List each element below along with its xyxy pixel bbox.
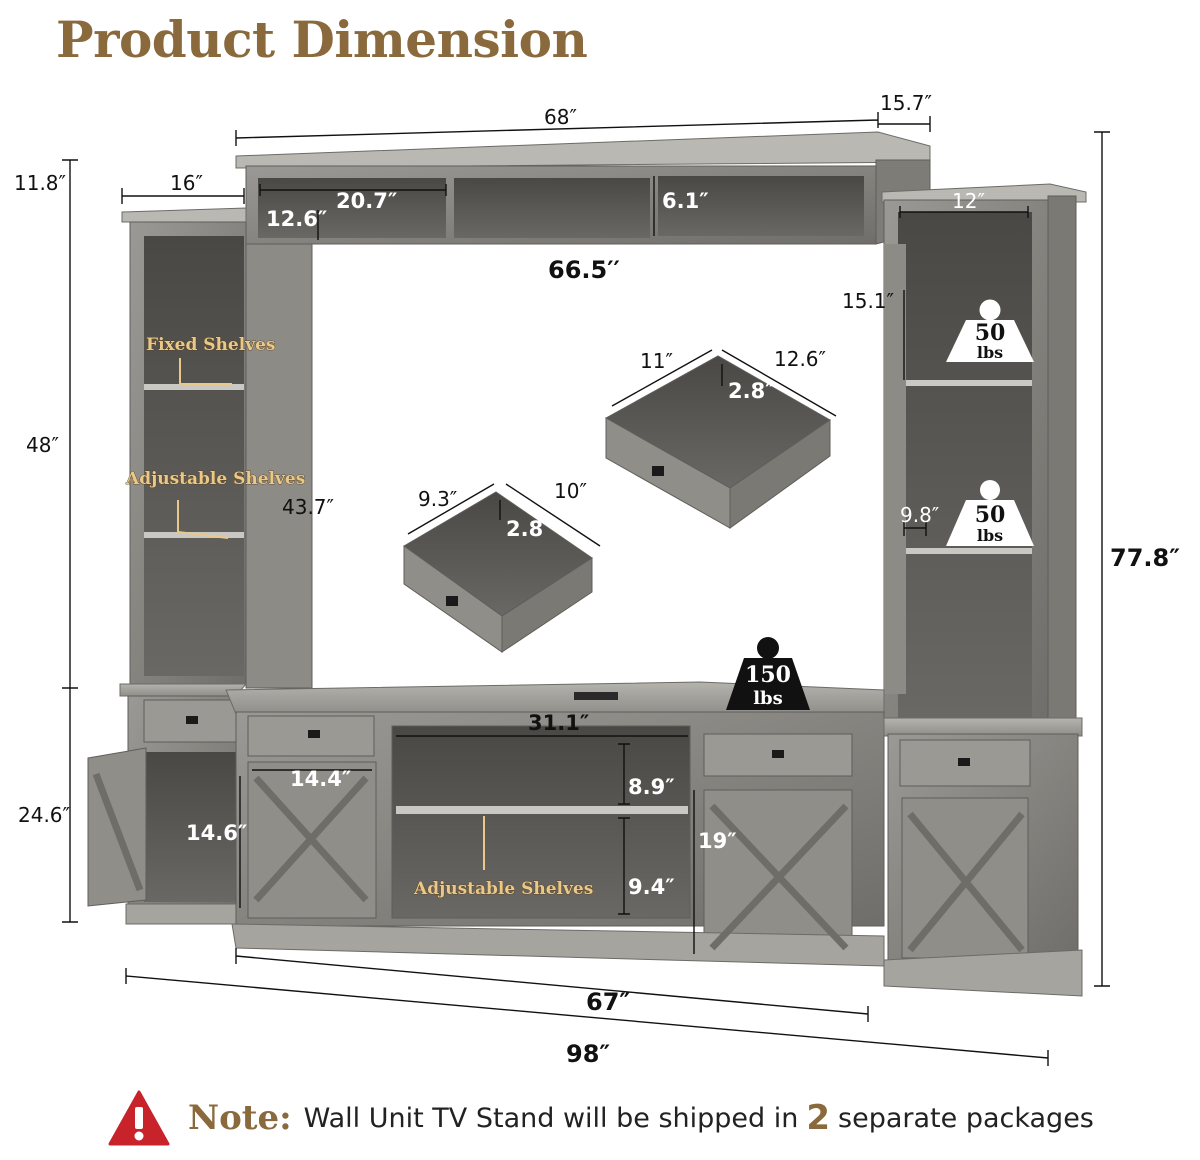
overall-width-label: 98″ [566,1040,610,1068]
top-width-label: 68″ [544,105,577,129]
center-shelf-width-label: 31.1″ [528,711,589,735]
shipping-note: Note: Wall Unit TV Stand will be shipped… [108,1090,1168,1146]
warning-icon [108,1090,170,1146]
dimension-lines [62,112,1110,1066]
page-title: Product Dimension [56,10,588,69]
weight-badge-upper: 50 lbs [946,299,1034,362]
right-tower [881,183,1087,727]
left-tower [121,207,313,689]
right-tower-width-label: 12″ [952,189,985,213]
top-side-compartment-label: 6.1″ [662,189,709,213]
top-bridge [235,131,931,245]
left-tower-width-label: 16″ [170,171,203,195]
base-height-label: 24.6″ [18,803,70,827]
top-compartment-width-label: 20.7″ [336,189,397,213]
weight-badge-lower: 50 lbs [946,480,1034,546]
large-drawer-width-label: 11″ [640,349,673,373]
tower-height-label: 48″ [26,433,59,457]
tv-opening-height-label: 43.7″ [282,495,334,519]
note-text-before: Wall Unit TV Stand will be shipped in [303,1102,799,1134]
console-width-label: 67″ [586,988,630,1016]
shelf-pin-icons [177,358,485,870]
right-shelf-gap-label: 9.8″ [900,503,939,527]
small-drawer-height-label: 2.8″ [506,517,553,541]
right-cabinet-height-label: 19″ [698,829,737,853]
overall-height-label: 77.8″ [1110,544,1180,572]
weight-console-unit: lbs [753,688,783,709]
center-upper-height-label: 8.9″ [628,775,675,799]
note-label: Note: [188,1098,292,1138]
fixed-shelves-label: Fixed Shelves [146,335,275,355]
small-drawer [403,491,593,653]
dimension-diagram: 68″ 15.7″ 11.8″ 16″ 20.7″ 12.6″ 6.1″ 66.… [14,91,1180,1068]
top-depth-label: 15.7″ [880,91,932,115]
weight-lower-unit: lbs [977,526,1003,545]
small-drawer-depth-label: 10″ [554,479,587,503]
large-drawer-height-label: 2.8″ [728,379,775,403]
weight-upper-value: 50 [975,320,1006,346]
barn-door-braces [92,772,1025,953]
weight-console-value: 150 [745,662,791,688]
large-drawer-depth-label: 12.6″ [774,347,826,371]
right-tower-upper-height-label: 15.1″ [842,289,894,313]
note-text-after: separate packages [838,1102,1094,1134]
adjustable-shelves-center-label: Adjustable Shelves [413,879,593,899]
top-height-label: 11.8″ [14,171,66,195]
large-drawer [604,355,831,529]
weight-badge-console: 150 lbs [726,637,810,710]
weight-lower-value: 50 [975,502,1006,528]
center-lower-height-label: 9.4″ [628,875,675,899]
top-compartment-height-label: 12.6″ [266,207,327,231]
tv-opening-width-label: 66.5′′ [548,256,620,284]
weight-upper-unit: lbs [977,343,1003,362]
cabinet-door-height-label: 14.6″ [186,821,247,845]
note-package-count: 2 [806,1098,831,1138]
small-drawer-width-label: 9.3″ [418,487,457,511]
adjustable-shelves-left-label: Adjustable Shelves [125,469,305,489]
cabinet-door-width-label: 14.4″ [290,767,351,791]
